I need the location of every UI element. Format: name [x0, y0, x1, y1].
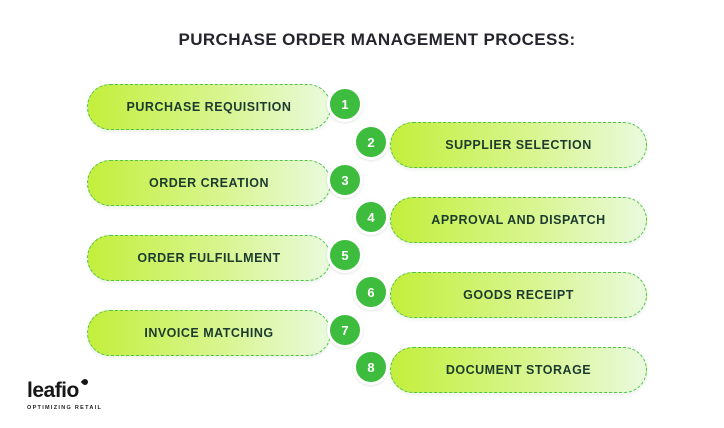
step-number-8: 8 — [367, 359, 375, 375]
step-number-3: 3 — [341, 172, 349, 188]
step-number-badge-4: 4 — [353, 199, 389, 235]
leafio-tagline: OPTIMIZING RETAIL — [27, 405, 103, 411]
step-number-badge-7: 7 — [327, 312, 363, 348]
step-pill-1: PURCHASE REQUISITION — [87, 84, 331, 130]
step-number-badge-1: 1 — [327, 86, 363, 122]
step-number-2: 2 — [367, 134, 375, 150]
step-number-badge-3: 3 — [327, 162, 363, 198]
step-number-4: 4 — [367, 209, 375, 225]
step-number-badge-8: 8 — [353, 349, 389, 385]
page-title: PURCHASE ORDER MANAGEMENT PROCESS: — [178, 30, 576, 49]
step-pill-2: SUPPLIER SELECTION — [390, 122, 647, 168]
step-pill-4: APPROVAL AND DISPATCH — [390, 197, 647, 243]
step-label-1: PURCHASE REQUISITION — [126, 100, 292, 114]
leafio-wordmark: leafio — [27, 377, 90, 401]
step-number-6: 6 — [367, 284, 375, 300]
step-number-1: 1 — [341, 96, 349, 112]
step-pill-3: ORDER CREATION — [87, 160, 331, 206]
step-number-badge-2: 2 — [353, 124, 389, 160]
step-label-8: DOCUMENT STORAGE — [445, 363, 592, 377]
step-label-3: ORDER CREATION — [149, 176, 269, 190]
step-pill-7: INVOICE MATCHING — [87, 310, 331, 356]
step-label-2: SUPPLIER SELECTION — [445, 138, 592, 152]
step-label-6: GOODS RECEIPT — [463, 288, 574, 302]
leafio-logo: leafio OPTIMIZING RETAIL — [27, 377, 103, 411]
step-label-7: INVOICE MATCHING — [144, 326, 274, 340]
step-number-5: 5 — [341, 247, 349, 263]
step-number-7: 7 — [341, 322, 349, 338]
step-label-4: APPROVAL AND DISPATCH — [431, 213, 606, 227]
step-pill-8: DOCUMENT STORAGE — [390, 347, 647, 393]
step-pill-5: ORDER FULFILLMENT — [87, 235, 331, 281]
step-label-5: ORDER FULFILLMENT — [137, 251, 281, 265]
leaf-icon — [80, 377, 90, 387]
step-number-badge-5: 5 — [327, 237, 363, 273]
step-pill-6: GOODS RECEIPT — [390, 272, 647, 318]
step-number-badge-6: 6 — [353, 274, 389, 310]
